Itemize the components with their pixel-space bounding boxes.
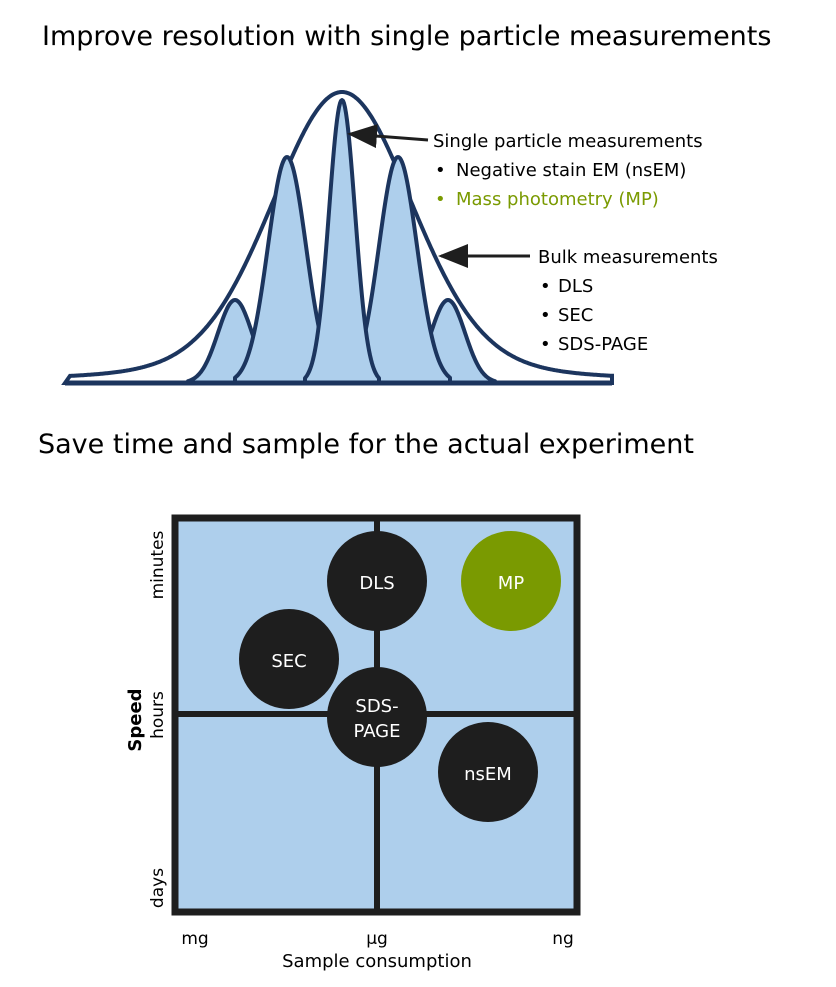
center-peak	[303, 98, 381, 385]
quadrant-chart: DLS MP SEC SDS- PAGE nsEM minutes hours …	[125, 514, 581, 972]
single-particle-legend: Single particle measurements • Negative …	[433, 131, 703, 210]
item-mp: Mass photometry (MP)	[456, 189, 659, 210]
method-label: MP	[498, 573, 525, 594]
bullet: •	[540, 334, 551, 355]
bullet: •	[540, 305, 551, 326]
method-mp: MP	[461, 531, 561, 631]
distribution-curves	[61, 90, 614, 386]
method-circle	[239, 609, 339, 709]
item-dls: DLS	[558, 276, 593, 297]
method-label-line2: PAGE	[353, 721, 400, 742]
method-label: nsEM	[464, 764, 512, 785]
item-sds-page: SDS-PAGE	[558, 334, 648, 355]
method-label: SEC	[271, 651, 306, 672]
section2-title: Save time and sample for the actual expe…	[38, 429, 694, 460]
bullet: •	[540, 276, 551, 297]
method-circle	[327, 531, 427, 631]
x-tick-ug: µg	[366, 929, 388, 949]
method-dls: DLS	[327, 531, 427, 631]
y-tick-hours: hours	[148, 691, 168, 739]
x-tick-ng: ng	[552, 929, 574, 949]
y-tick-minutes: minutes	[148, 530, 168, 599]
method-sds-page: SDS- PAGE	[327, 667, 427, 767]
single-particle-heading: Single particle measurements	[433, 131, 703, 152]
item-sec: SEC	[558, 305, 593, 326]
item-nsem: Negative stain EM (nsEM)	[456, 160, 686, 181]
method-circle	[461, 531, 561, 631]
bullet: •	[435, 160, 446, 181]
method-sec: SEC	[239, 609, 339, 709]
x-axis-label: Sample consumption	[282, 951, 472, 972]
method-label: SDS-	[355, 696, 398, 717]
single-particle-arrow	[347, 124, 429, 149]
bulk-legend: Bulk measurements • DLS • SEC • SDS-PAGE	[538, 247, 718, 355]
x-tick-mg: mg	[181, 929, 208, 949]
y-tick-days: days	[148, 868, 168, 908]
bulk-heading: Bulk measurements	[538, 247, 718, 268]
section1-title: Improve resolution with single particle …	[42, 21, 771, 52]
method-label: DLS	[359, 573, 394, 594]
method-circle	[327, 667, 427, 767]
method-circle	[438, 722, 538, 822]
y-axis-label: Speed	[125, 688, 146, 751]
bullet: •	[435, 189, 446, 210]
method-nsem: nsEM	[438, 722, 538, 822]
